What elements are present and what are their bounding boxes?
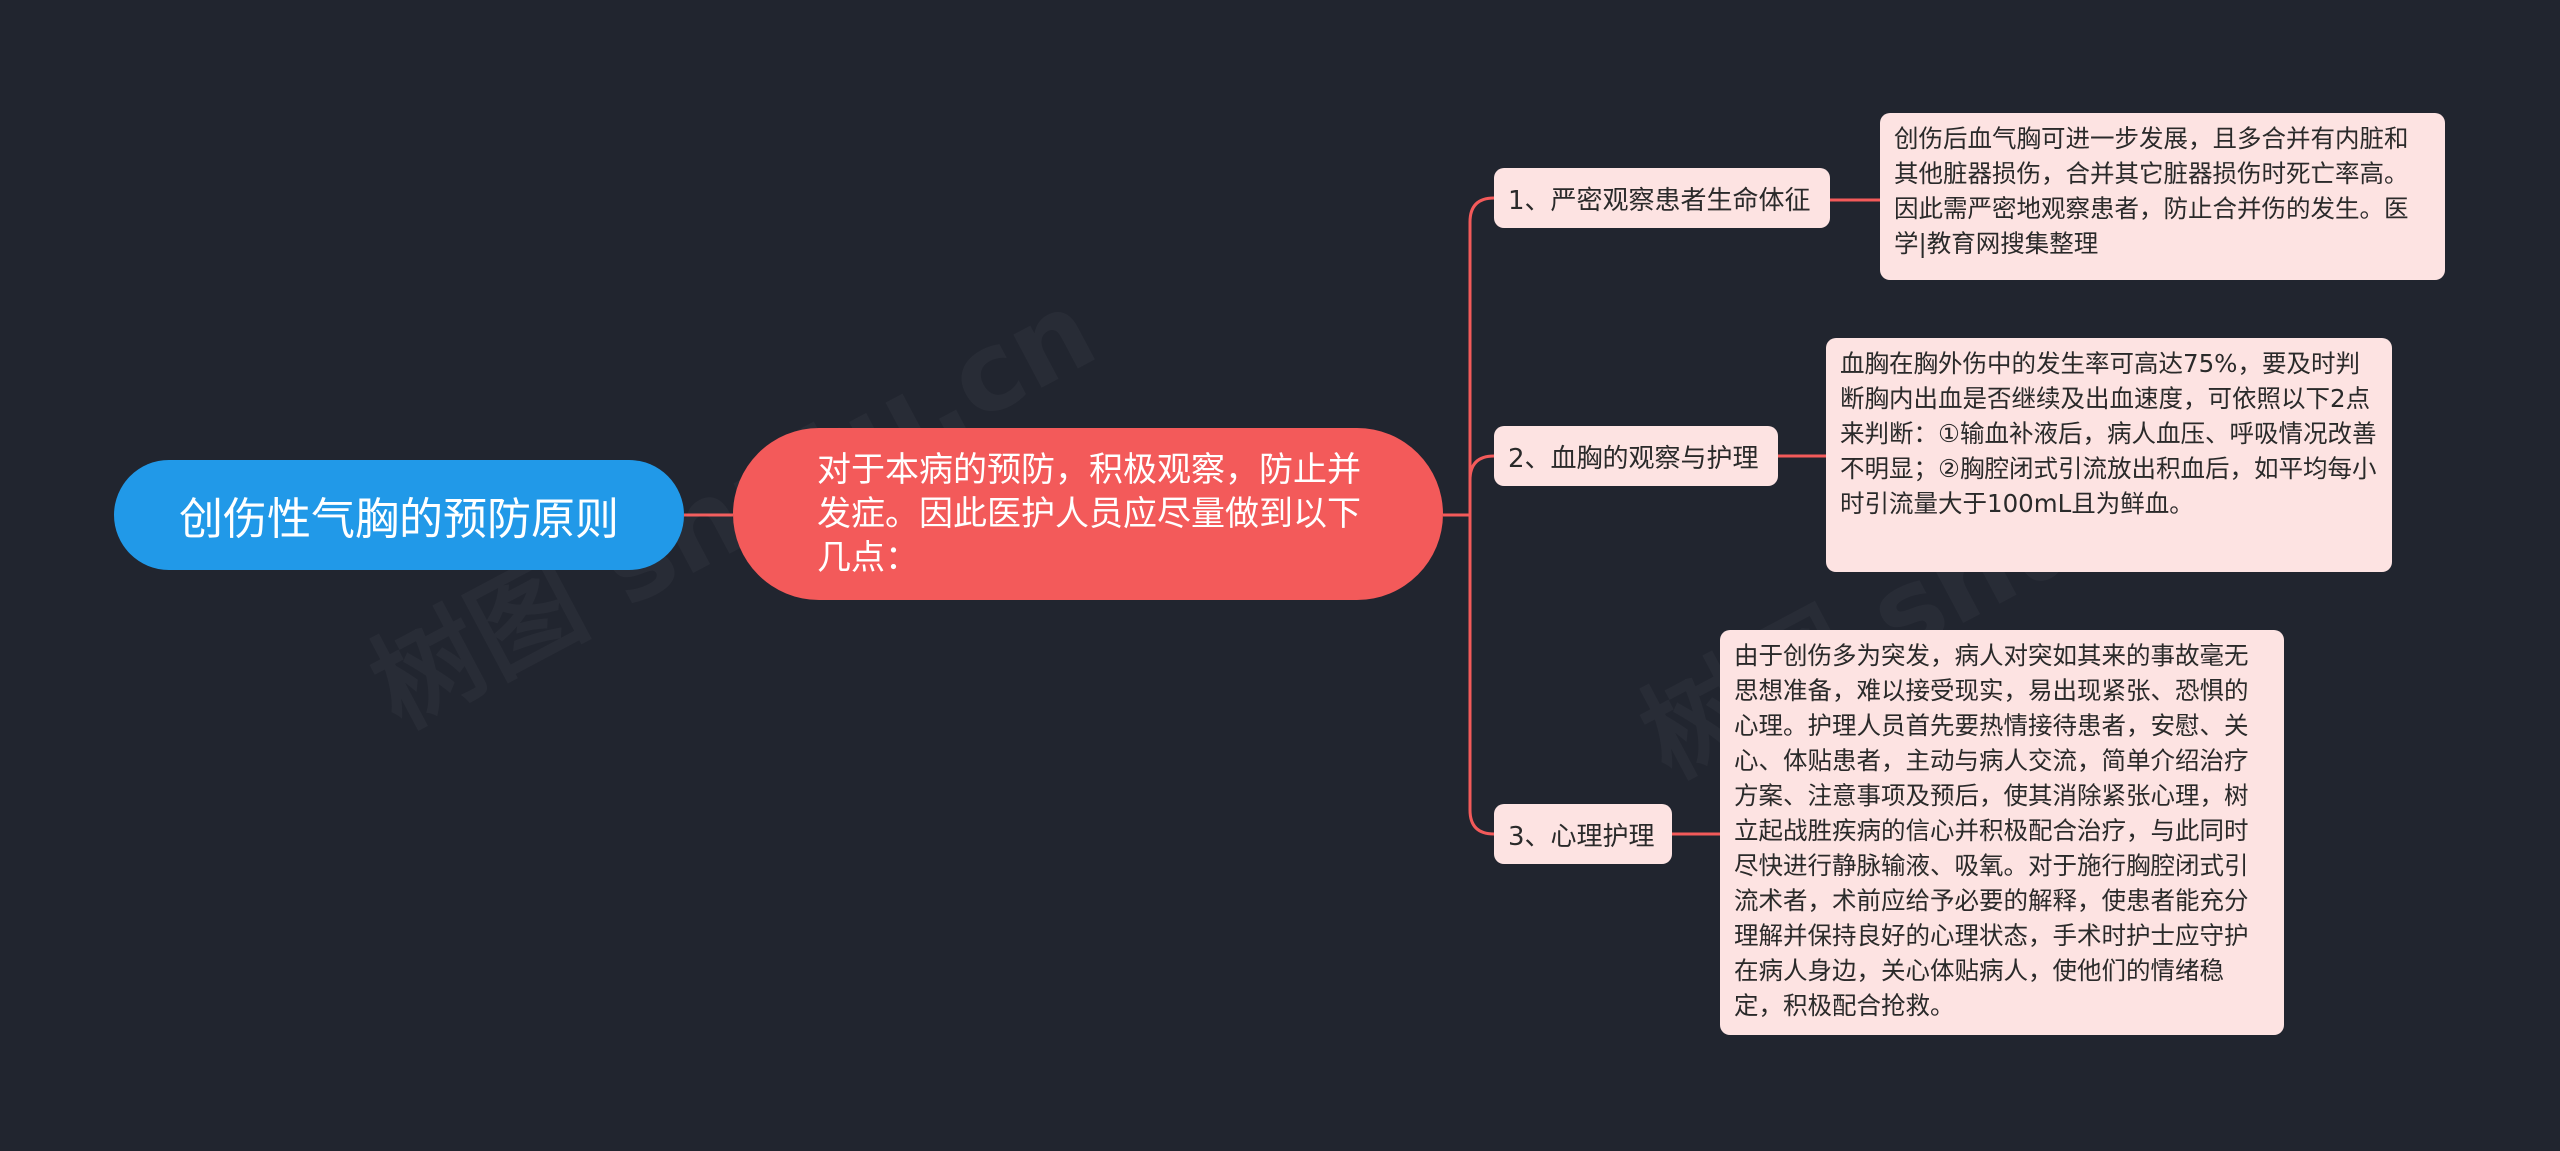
branch-label: 3、心理护理 (1508, 821, 1655, 852)
main-topic-node[interactable]: 对于本病的预防，积极观察，防止并发症。因此医护人员应尽量做到以下几点： (733, 428, 1443, 600)
branch-node-observe-vitals[interactable]: 1、严密观察患者生命体征 (1494, 168, 1830, 228)
connector-branch-3 (1468, 515, 1495, 836)
detail-text: 创伤后血气胸可进一步发展，且多合并有内脏和其他脏器损伤，合并其它脏器损伤时死亡率… (1894, 124, 2409, 258)
detail-node-observe-vitals[interactable]: 创伤后血气胸可进一步发展，且多合并有内脏和其他脏器损伤，合并其它脏器损伤时死亡率… (1880, 113, 2445, 280)
branch-node-psychological-care[interactable]: 3、心理护理 (1494, 804, 1672, 864)
branch-label: 1、严密观察患者生命体征 (1508, 185, 1811, 216)
root-node-label: 创伤性气胸的预防原则 (179, 494, 619, 545)
connector-branch-1 (1468, 196, 1495, 515)
connector-branch-2 (1468, 454, 1495, 515)
main-topic-label: 对于本病的预防，积极观察，防止并发症。因此医护人员应尽量做到以下几点： (817, 450, 1361, 578)
branch-label: 2、血胸的观察与护理 (1508, 443, 1759, 474)
detail-text: 由于创伤多为突发，病人对突如其来的事故毫无思想准备，难以接受现实，易出现紧张、恐… (1734, 641, 2249, 1020)
detail-node-psychological-care[interactable]: 由于创伤多为突发，病人对突如其来的事故毫无思想准备，难以接受现实，易出现紧张、恐… (1720, 630, 2284, 1035)
detail-node-hemothorax[interactable]: 血胸在胸外伤中的发生率可高达75%，要及时判断胸内出血是否继续及出血速度，可依照… (1826, 338, 2392, 572)
detail-text: 血胸在胸外伤中的发生率可高达75%，要及时判断胸内出血是否继续及出血速度，可依照… (1840, 349, 2377, 518)
root-node[interactable]: 创伤性气胸的预防原则 (114, 460, 684, 570)
branch-node-hemothorax[interactable]: 2、血胸的观察与护理 (1494, 426, 1778, 486)
